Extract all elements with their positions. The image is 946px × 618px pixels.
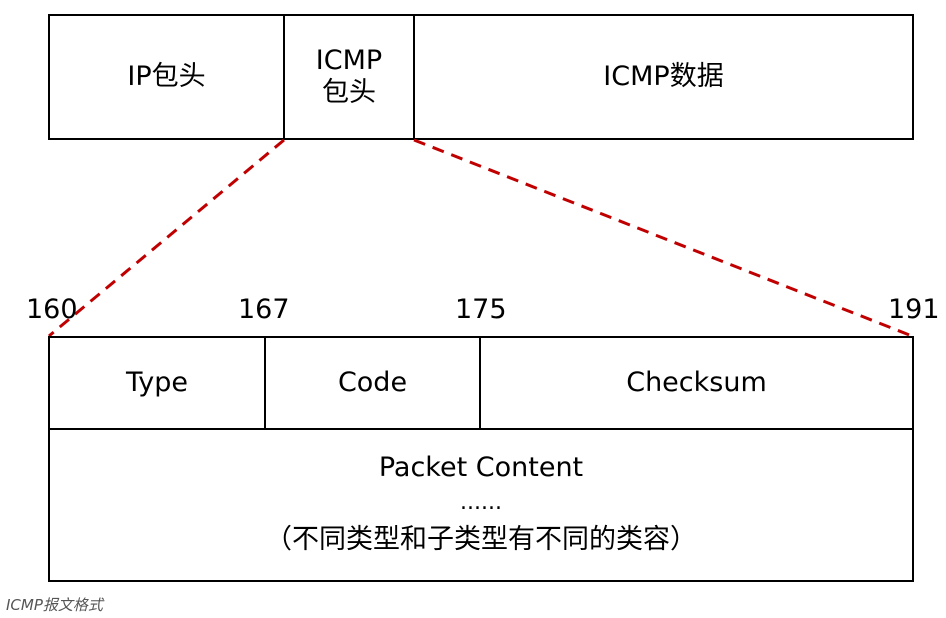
bit-position-160: 160 bbox=[26, 294, 78, 325]
bit-position-167: 167 bbox=[238, 294, 290, 325]
code-field: Code bbox=[264, 336, 481, 430]
figure-caption: ICMP报文格式 bbox=[6, 596, 103, 614]
icmp-data-label: ICMP数据 bbox=[603, 60, 724, 92]
type-field: Type bbox=[48, 336, 266, 430]
zoom-line-right bbox=[413, 138, 913, 338]
icmp-header-label-line2: 包头 bbox=[322, 77, 376, 108]
ip-header-box: IP包头 bbox=[48, 14, 285, 140]
packet-content-ellipsis: ...... bbox=[460, 490, 502, 515]
ip-header-label: IP包头 bbox=[127, 60, 206, 92]
code-field-label: Code bbox=[337, 366, 408, 398]
icmp-header-box: ICMP 包头 bbox=[283, 14, 415, 140]
icmp-header-label-line1: ICMP bbox=[315, 44, 383, 76]
type-field-label: Type bbox=[125, 366, 188, 398]
zoom-line-left bbox=[48, 138, 285, 338]
packet-content-block: Packet Content ...... （不同类型和子类型有不同的类容） bbox=[48, 428, 914, 582]
checksum-field-label: Checksum bbox=[626, 366, 767, 398]
packet-content-note: （不同类型和子类型有不同的类容） bbox=[265, 524, 697, 555]
checksum-field: Checksum bbox=[479, 336, 914, 430]
bit-position-175: 175 bbox=[455, 294, 507, 325]
packet-content-title: Packet Content bbox=[378, 452, 584, 483]
icmp-data-box: ICMP数据 bbox=[413, 14, 914, 140]
bit-position-191: 191 bbox=[888, 294, 940, 325]
